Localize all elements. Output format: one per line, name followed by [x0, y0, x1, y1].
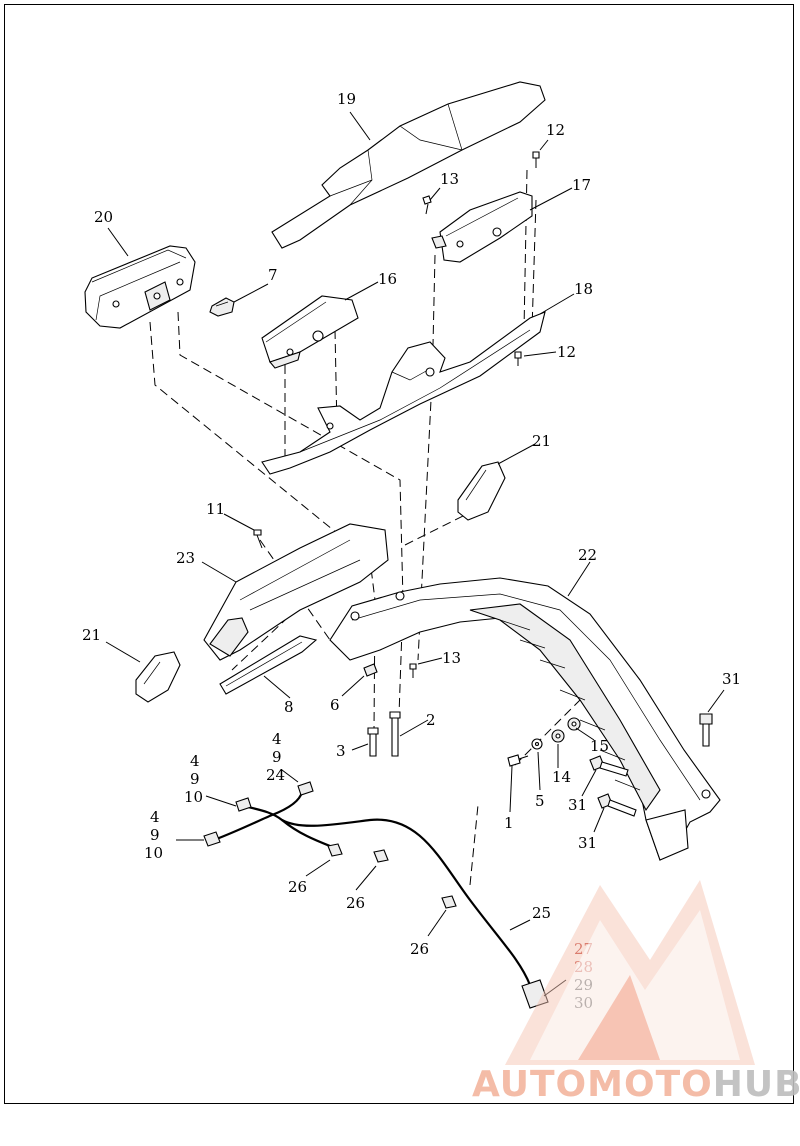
callout-31-mid: 31 [568, 796, 587, 814]
callout-6: 6 [330, 696, 340, 714]
callout-20: 20 [94, 208, 113, 226]
bolt-31-mid [589, 755, 629, 777]
part-20-tail-lamp [84, 245, 196, 329]
part-25-harness [203, 781, 549, 1009]
leader-lines [105, 111, 725, 997]
callout-26-left: 26 [288, 878, 307, 896]
part-21-pad-right [457, 461, 506, 521]
callout-23: 23 [176, 549, 195, 567]
screw-1 [507, 754, 529, 767]
callout-18: 18 [574, 280, 593, 298]
callout-stack-b-1: 4 [272, 730, 282, 748]
watermark-part-1: AUTO [472, 1064, 587, 1105]
part-18-bracket [261, 311, 546, 475]
bolt-31-right [699, 713, 713, 747]
callout-11: 11 [206, 500, 225, 518]
bushing-6 [363, 663, 378, 677]
callout-14: 14 [552, 768, 571, 786]
part-8-strip [219, 635, 318, 695]
callout-21-left: 21 [82, 626, 101, 644]
washer-5 [531, 738, 543, 750]
callout-3: 3 [336, 742, 346, 760]
nut-14 [551, 729, 565, 743]
bolt-3 [367, 727, 379, 757]
screw-11 [253, 529, 263, 549]
callout-12-right: 12 [557, 343, 576, 361]
callout-12-top: 12 [546, 121, 565, 139]
callout-17: 17 [572, 176, 591, 194]
part-16-left-mount [261, 295, 359, 369]
callout-labels: 19 12 13 17 20 7 16 18 12 21 11 23 22 21… [82, 90, 741, 1012]
screw-13-top [422, 195, 432, 215]
screw-13-mid [409, 663, 417, 678]
watermark-logo-mark [505, 880, 755, 1065]
callout-13-top: 13 [440, 170, 459, 188]
bolt-31-lower [597, 793, 637, 817]
automotohub-watermark: AUTOMOTOHUB [472, 880, 800, 1105]
part-22-main-rail [329, 577, 721, 862]
diagram-border [4, 4, 794, 1104]
callout-31-lower: 31 [578, 834, 597, 852]
part-17-right-mount [431, 191, 533, 263]
callout-16: 16 [378, 270, 397, 288]
callout-stack-c-1: 4 [150, 808, 160, 826]
watermark-part-3: HUB [713, 1064, 800, 1105]
callout-26-right: 26 [410, 940, 429, 958]
fasteners [253, 151, 713, 817]
part-7-clip [209, 297, 235, 317]
callout-19: 19 [337, 90, 356, 108]
callout-21-right: 21 [532, 432, 551, 450]
callout-1: 1 [504, 814, 514, 832]
callout-5: 5 [535, 792, 545, 810]
part-19-pad-cover [271, 81, 546, 249]
callout-25: 25 [532, 904, 551, 922]
callout-7: 7 [268, 266, 278, 284]
callout-26-mid: 26 [346, 894, 365, 912]
callout-stack-c-3: 10 [144, 844, 163, 862]
callout-stack-b-2: 9 [272, 748, 282, 766]
part-21-pad-left [135, 651, 181, 703]
watermark-text: AUTOMOTOHUB [472, 1064, 800, 1105]
callout-22: 22 [578, 546, 597, 564]
part-23-bracket-arm [203, 523, 389, 661]
callout-stack-c-2: 9 [150, 826, 160, 844]
callout-stack-a-1: 4 [190, 752, 200, 770]
callout-8: 8 [284, 698, 294, 716]
callout-stack-b-3: 24 [266, 766, 285, 784]
screw-12-top [532, 151, 540, 168]
bolt-2 [389, 711, 401, 757]
callout-15: 15 [590, 737, 609, 755]
nut-15 [567, 717, 581, 731]
watermark-part-2: MOTO [587, 1064, 713, 1105]
callout-stack-a-3: 10 [184, 788, 203, 806]
callout-31-right: 31 [722, 670, 741, 688]
screw-12-right [514, 351, 522, 366]
callout-13-mid: 13 [442, 649, 461, 667]
callout-2: 2 [426, 711, 436, 729]
callout-stack-a-2: 9 [190, 770, 200, 788]
